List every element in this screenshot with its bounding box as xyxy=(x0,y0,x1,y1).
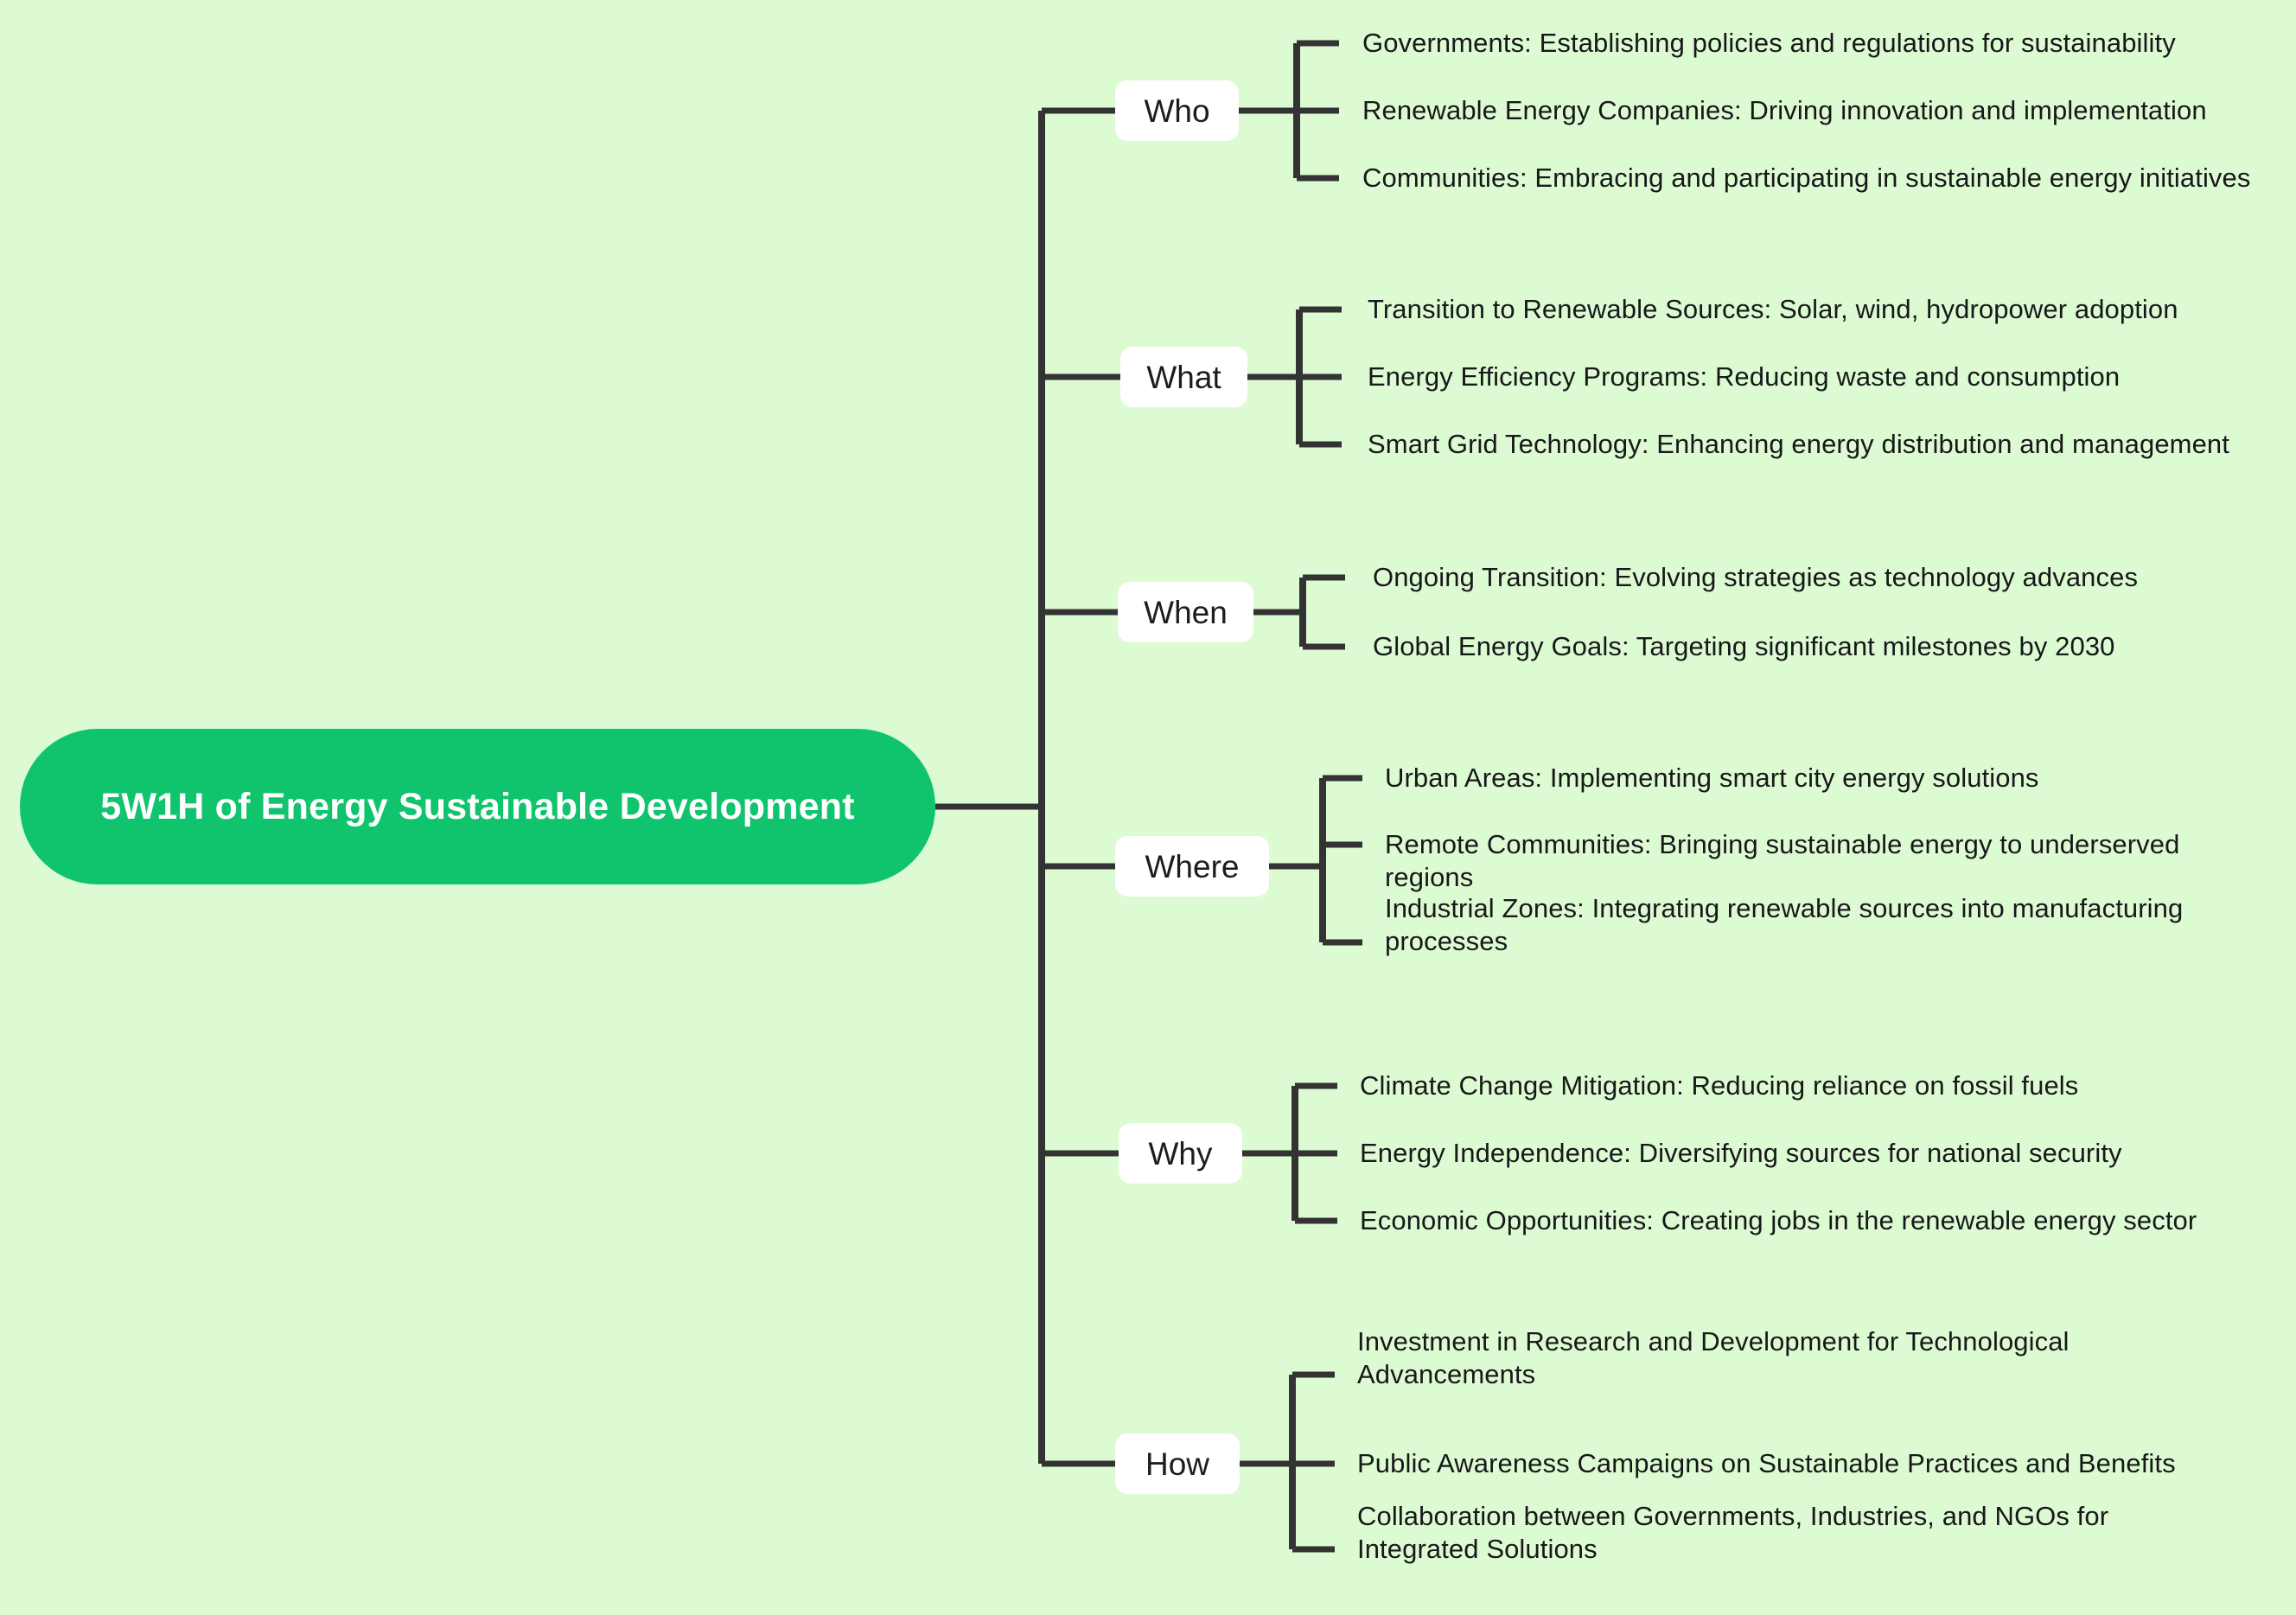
leaf-item[interactable]: Energy Efficiency Programs: Reducing was… xyxy=(1368,361,2121,392)
leaf-item[interactable]: Renewable Energy Companies: Driving inno… xyxy=(1362,95,2207,125)
leaf-item[interactable]: Investment in Research and Development f… xyxy=(1357,1326,2070,1389)
branch-node-why[interactable]: Why xyxy=(1119,1123,1242,1184)
leaf-item[interactable]: Transition to Renewable Sources: Solar, … xyxy=(1368,294,2178,324)
leaf-item[interactable]: Climate Change Mitigation: Reducing reli… xyxy=(1360,1070,2079,1101)
leaf-item[interactable]: Urban Areas: Implementing smart city ene… xyxy=(1385,763,2039,793)
leaf-item[interactable]: Global Energy Goals: Targeting significa… xyxy=(1373,631,2115,661)
branch-node-how[interactable]: How xyxy=(1115,1433,1240,1494)
branch-label-why: Why xyxy=(1148,1135,1213,1171)
branch-label-who: Who xyxy=(1144,93,1210,129)
leaf-item[interactable]: Industrial Zones: Integrating renewable … xyxy=(1385,893,2184,956)
branch-label-where: Where xyxy=(1145,848,1240,884)
root-node[interactable]: 5W1H of Energy Sustainable Development xyxy=(20,729,935,884)
leaf-item[interactable]: Public Awareness Campaigns on Sustainabl… xyxy=(1357,1448,2176,1478)
leaf-item[interactable]: Energy Independence: Diversifying source… xyxy=(1360,1138,2122,1168)
leaf-item[interactable]: Collaboration between Governments, Indus… xyxy=(1357,1501,2109,1564)
leaf-item[interactable]: Smart Grid Technology: Enhancing energy … xyxy=(1368,429,2229,459)
leaf-item[interactable]: Communities: Embracing and participating… xyxy=(1362,163,2251,193)
leaf-item[interactable]: Governments: Establishing policies and r… xyxy=(1362,28,2176,58)
branch-node-who[interactable]: Who xyxy=(1115,80,1239,141)
leaf-item[interactable]: Economic Opportunities: Creating jobs in… xyxy=(1360,1205,2197,1235)
root-title: 5W1H of Energy Sustainable Development xyxy=(100,785,855,827)
branch-label-what: What xyxy=(1146,359,1221,395)
branch-node-what[interactable]: What xyxy=(1120,347,1247,407)
leaf-item[interactable]: Ongoing Transition: Evolving strategies … xyxy=(1373,562,2139,592)
branch-node-where[interactable]: Where xyxy=(1115,836,1269,897)
leaf-item[interactable]: Remote Communities: Bringing sustainable… xyxy=(1385,829,2180,892)
branch-node-when[interactable]: When xyxy=(1118,582,1253,642)
branch-label-how: How xyxy=(1145,1446,1210,1482)
branch-label-when: When xyxy=(1144,594,1228,630)
